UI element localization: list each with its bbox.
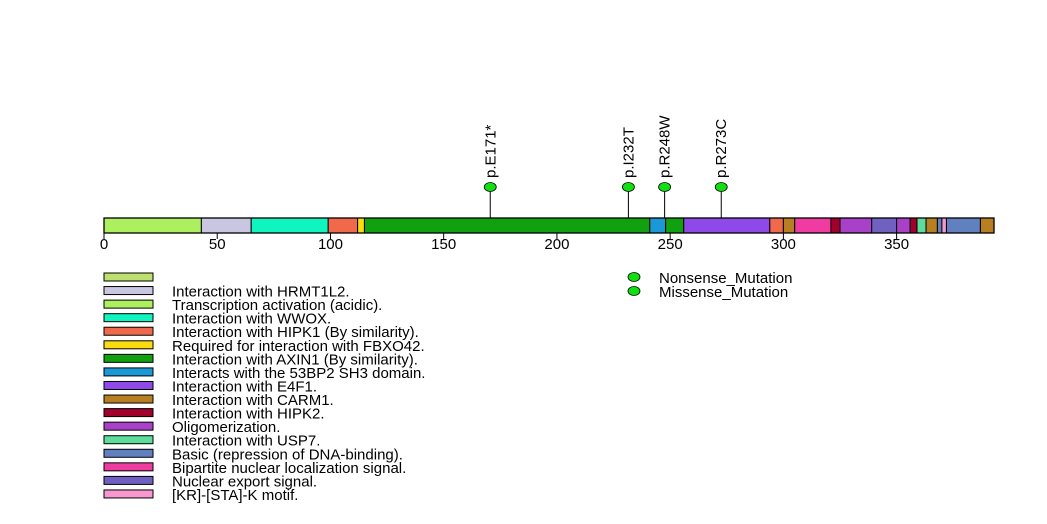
mutation-label: p.E171*: [482, 124, 499, 178]
domain-legend-swatch: [103, 421, 154, 431]
domain-legend-swatch: [103, 367, 154, 377]
protein-bar-outline: [103, 217, 995, 234]
domain-legend-label: Oligomerization.: [172, 419, 280, 436]
domain-legend-swatch: [103, 448, 154, 458]
domain-legend-swatch: [103, 299, 154, 309]
domain-legend-label: Nuclear export signal.: [172, 473, 317, 490]
domain-legend-label: Interaction with USP7.: [172, 433, 320, 450]
domain-legend-label: [KR]-[STA]-K motif.: [172, 487, 298, 504]
domain-segment: [683, 217, 771, 234]
domain-segment: [941, 217, 947, 234]
domain-legend-label: Interaction with WWOX.: [172, 311, 331, 328]
domain-segment: [896, 217, 911, 234]
x-tick-label: 0: [100, 236, 108, 253]
lollipop-head: [483, 182, 497, 192]
domain-legend-swatch: [103, 462, 154, 472]
domain-segment: [979, 217, 995, 234]
mutation-label: p.I232T: [620, 127, 637, 178]
domain-segment: [830, 217, 841, 234]
domain-legend-label: Required for interaction with FBXO42.: [172, 338, 425, 355]
x-tick-label: 200: [544, 236, 569, 253]
protein-domains: [103, 217, 995, 234]
domain-segment: [936, 217, 943, 234]
mutation-legend-marker: [627, 286, 641, 296]
mutation-label: p.R248W: [657, 115, 674, 178]
domain-legend-swatch: [103, 313, 154, 323]
domain-segment: [327, 217, 359, 234]
domain-segment: [909, 217, 918, 234]
domain-legend-label: Interaction with HIPK2.: [172, 406, 325, 423]
domain-segment: [200, 217, 252, 234]
domain-legend-label: Interaction with E4F1.: [172, 378, 317, 395]
x-axis: 0 50 100 150 200 250 300 350: [100, 233, 909, 253]
domain-legend-label: Transcription activation (acidic).: [172, 297, 382, 314]
domain-segment: [839, 217, 873, 234]
x-tick-label: 100: [318, 236, 343, 253]
domain-legend-swatch: [103, 353, 154, 363]
domain-segment: [871, 217, 898, 234]
domain-legend-label: Bipartite nuclear localization signal.: [172, 460, 406, 477]
mutation-lollipops: p.E171* p.I232T p.R248W p.R273C: [482, 115, 730, 218]
domain-segment: [782, 217, 796, 234]
x-tick-label: 350: [884, 236, 909, 253]
domain-legend: Interaction with HRMT1L2.Transcription a…: [103, 272, 425, 504]
x-tick-label: 50: [209, 236, 226, 253]
domain-legend-label: Interacts with the 53BP2 SH3 domain.: [172, 365, 425, 382]
domain-segment: [794, 217, 832, 234]
domain-legend-swatch: [103, 326, 154, 336]
domain-legend-swatch: [103, 272, 154, 282]
domain-segment: [363, 217, 651, 234]
mutation-legend-marker: [627, 272, 641, 282]
domain-legend-label: Interaction with CARM1.: [172, 392, 334, 409]
domain-segment: [103, 217, 202, 234]
domain-legend-swatch: [103, 286, 154, 296]
mutation-label: p.R273C: [713, 119, 730, 178]
domain-segment: [250, 217, 329, 234]
domain-segment: [649, 217, 667, 234]
domain-segment: [357, 217, 365, 234]
lollipop-head: [621, 182, 635, 192]
domain-segment: [945, 217, 981, 234]
x-tick-label: 150: [431, 236, 456, 253]
lollipop-head: [658, 182, 672, 192]
domain-legend-swatch: [103, 489, 154, 499]
domain-legend-swatch: [103, 340, 154, 350]
domain-legend-swatch: [103, 475, 154, 485]
domain-legend-label: Interaction with AXIN1 (By similarity).: [172, 351, 418, 368]
x-tick-label: 250: [658, 236, 683, 253]
domain-segment: [916, 217, 927, 234]
domain-legend-label: Interaction with HIPK1 (By similarity).: [172, 324, 419, 341]
lollipop-head: [714, 182, 728, 192]
domain-legend-swatch: [103, 408, 154, 418]
domain-legend-label: Basic (repression of DNA-binding).: [172, 446, 403, 463]
x-tick-label: 300: [771, 236, 796, 253]
mutation-legend-label: Missense_Mutation: [659, 284, 788, 301]
domain-legend-swatch: [103, 394, 154, 404]
domain-legend-swatch: [103, 380, 154, 390]
domain-legend-label: Interaction with HRMT1L2.: [172, 284, 350, 301]
domain-segment: [769, 217, 784, 234]
mutation-legend-label: Nonsense_Mutation: [659, 270, 792, 287]
domain-legend-swatch: [103, 435, 154, 445]
domain-segment: [665, 217, 685, 234]
domain-segment: [925, 217, 938, 234]
